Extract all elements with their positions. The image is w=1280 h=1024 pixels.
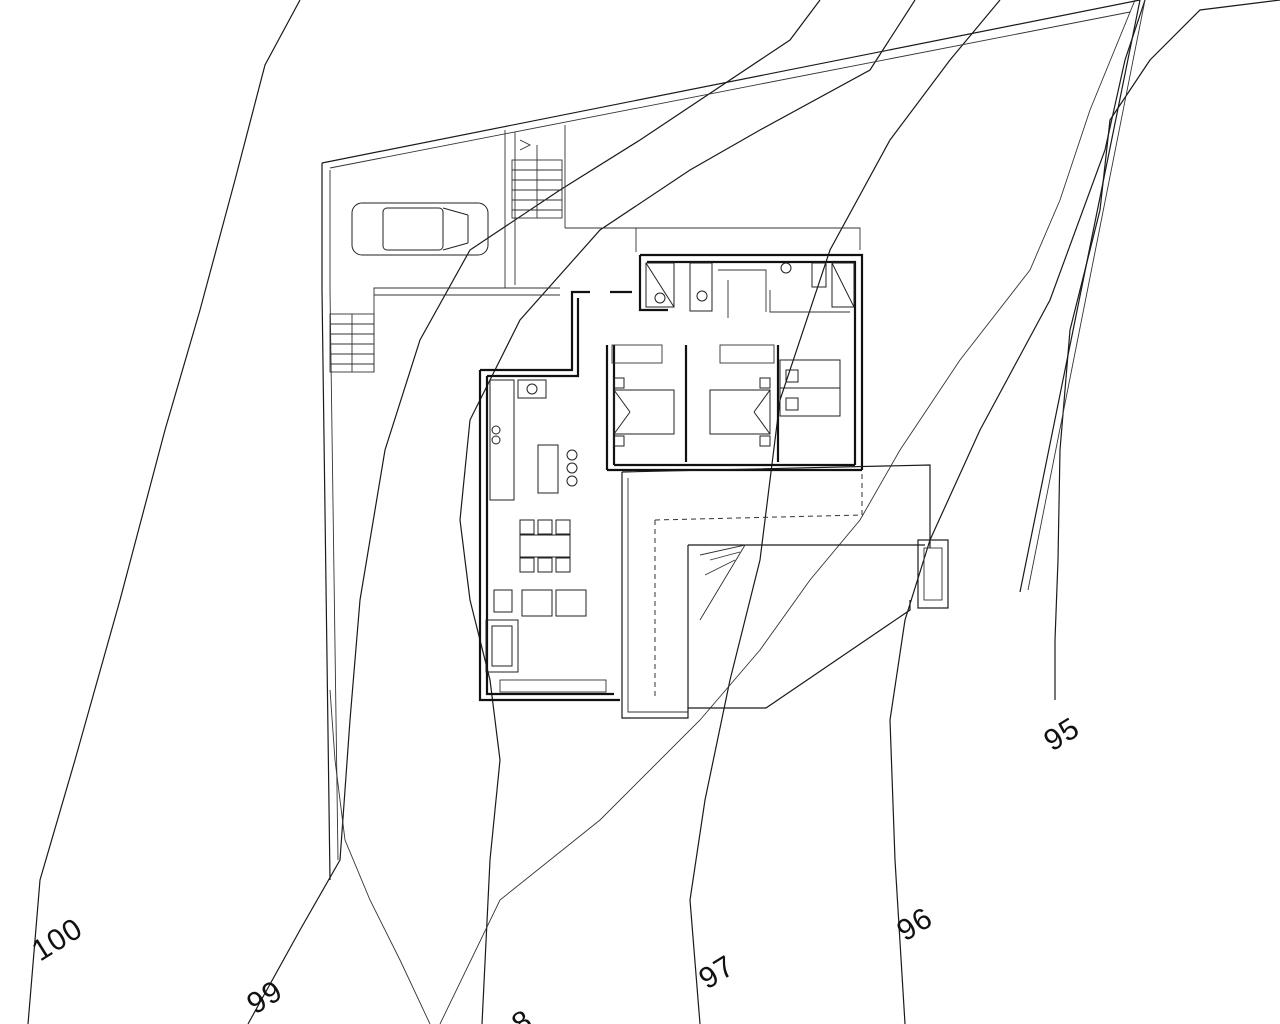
dining-table	[519, 519, 571, 573]
driveway-walls	[373, 130, 861, 372]
bathrooms	[645, 262, 855, 318]
contour-label-95: 95	[1038, 711, 1085, 758]
terrace-pool	[621, 464, 949, 719]
bedroom-1	[611, 344, 688, 462]
car-parking	[351, 202, 489, 256]
bedroom-3	[779, 359, 841, 417]
contour-label-100: 100	[26, 912, 88, 968]
house-walls	[478, 253, 864, 702]
kitchen	[489, 379, 578, 501]
contour-lines	[27, 0, 1280, 1024]
contour-line-99	[247, 0, 821, 1024]
contour-line-extra-a	[439, 0, 1136, 1024]
contour-line-98	[459, 0, 916, 1024]
contour-label-97: 97	[693, 949, 740, 996]
contour-line-96	[889, 0, 1146, 1024]
plot-boundary	[321, 0, 1146, 881]
bedroom-2	[709, 344, 780, 462]
contour-label-99: 99	[241, 974, 288, 1021]
contour-line-95	[1054, 0, 1280, 700]
contour-line-100	[27, 0, 301, 1024]
entrance-stairs	[511, 125, 566, 285]
elevation-labels: 100 99 8 97 96 95	[26, 711, 1085, 1024]
contour-line-97	[689, 0, 1001, 1024]
contour-label-98: 8	[506, 1004, 538, 1024]
side-stairs	[329, 313, 375, 373]
living-sofa	[485, 589, 607, 693]
contour-line-extra-b	[329, 689, 431, 1024]
